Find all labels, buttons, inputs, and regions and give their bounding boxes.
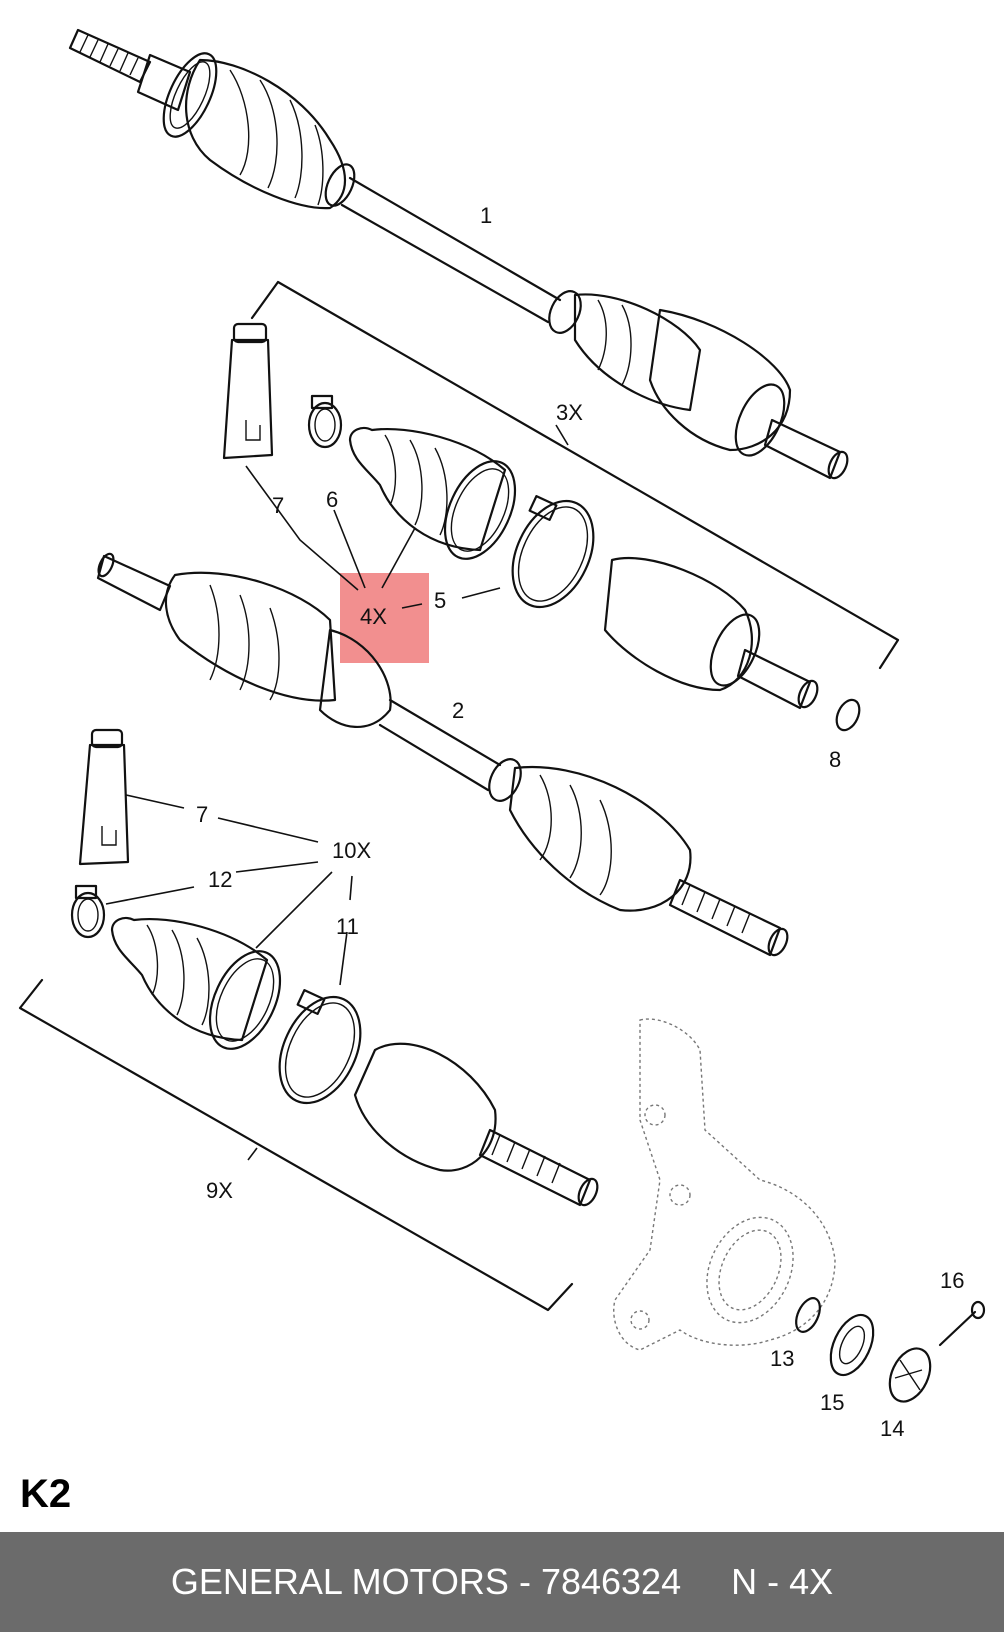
steering-knuckle: [613, 1018, 836, 1351]
callout-3x: 3X: [556, 400, 583, 425]
callout-7-upper: 7: [272, 493, 284, 518]
callout-2: 2: [452, 698, 464, 723]
kit-9x-bracket: [18, 978, 574, 1312]
outer-joint-kit: [603, 556, 819, 710]
bearing-15: [829, 1313, 875, 1377]
callout-16: 16: [940, 1268, 964, 1293]
ring-8: [835, 698, 861, 732]
boot-kit: [348, 426, 517, 560]
exploded-parts-diagram: 1 3X 7 6 4X 5 8 2 7 10X 12 11 9X 16 13 1…: [18, 28, 986, 1441]
callout-6: 6: [326, 487, 338, 512]
bolt-16: [938, 1300, 986, 1347]
clamp-11: [278, 989, 362, 1105]
boot-kit-lower: [110, 916, 282, 1050]
clamp-5: [511, 495, 595, 609]
grease-tube-lower: [78, 728, 130, 866]
callout-9x: 9X: [206, 1178, 233, 1203]
leader-lines: [105, 424, 569, 1161]
callout-1: 1: [480, 203, 492, 228]
callout-4x: 4X: [360, 604, 387, 629]
footer-part-number: 7846324: [540, 1561, 682, 1602]
drive-shaft-2: [96, 552, 789, 957]
inner-joint-kit: [353, 1042, 599, 1207]
callout-13: 13: [770, 1346, 794, 1371]
callout-5: 5: [434, 588, 446, 613]
clamp-12: [70, 884, 106, 939]
callout-8: 8: [829, 747, 841, 772]
footer-separator: -: [508, 1561, 541, 1602]
footer-position: N - 4X: [731, 1561, 834, 1602]
footer-bar: GENERAL MOTORS - 7846324 N - 4X: [0, 1532, 1004, 1632]
callout-15: 15: [820, 1390, 844, 1415]
ring-13: [795, 1297, 821, 1333]
callout-7-lower: 7: [196, 802, 208, 827]
callout-10x: 10X: [332, 838, 371, 863]
clamp-6: [307, 394, 343, 449]
callout-12: 12: [208, 867, 232, 892]
callout-14: 14: [880, 1416, 904, 1441]
drive-shaft-1: [68, 28, 849, 480]
footer-brand: GENERAL MOTORS: [170, 1561, 509, 1602]
grease-tube-upper: [222, 322, 274, 460]
sheet-code: K2: [20, 1472, 72, 1516]
callout-11: 11: [336, 914, 359, 939]
hub-nut-14: [888, 1347, 932, 1403]
kit-3x-bracket: [250, 280, 900, 670]
